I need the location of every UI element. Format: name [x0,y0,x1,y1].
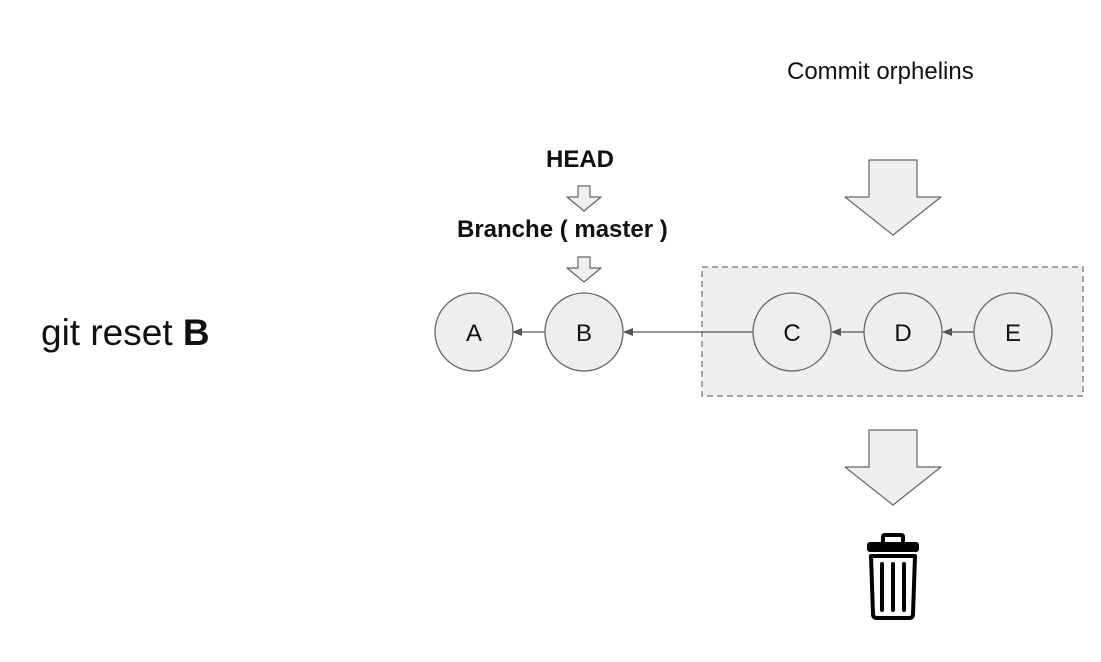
commit-node-a: A [434,292,514,372]
trash-icon [867,533,919,620]
commit-label-c: C [783,320,800,347]
orphans-label: Commit orphelins [787,58,974,85]
branch-pointer-arrow [566,256,602,283]
head-label: HEAD [546,146,615,173]
command-argument: B [182,312,210,353]
commit-label-a: A [466,320,482,347]
orphans-arrow [844,159,942,236]
commit-node-e: E [973,292,1053,372]
command-text: git reset B [41,310,210,356]
commit-label-b: B [576,320,592,347]
branch-label: Branche ( master ) [457,216,668,243]
trash-arrow [844,429,942,506]
commit-label-d: D [894,320,911,347]
command-prefix: git reset [41,312,173,353]
commit-node-c: C [752,292,832,372]
head-pointer-arrow [566,185,602,212]
commit-node-b: B [544,292,624,372]
commit-label-e: E [1005,320,1021,347]
commit-node-d: D [863,292,943,372]
